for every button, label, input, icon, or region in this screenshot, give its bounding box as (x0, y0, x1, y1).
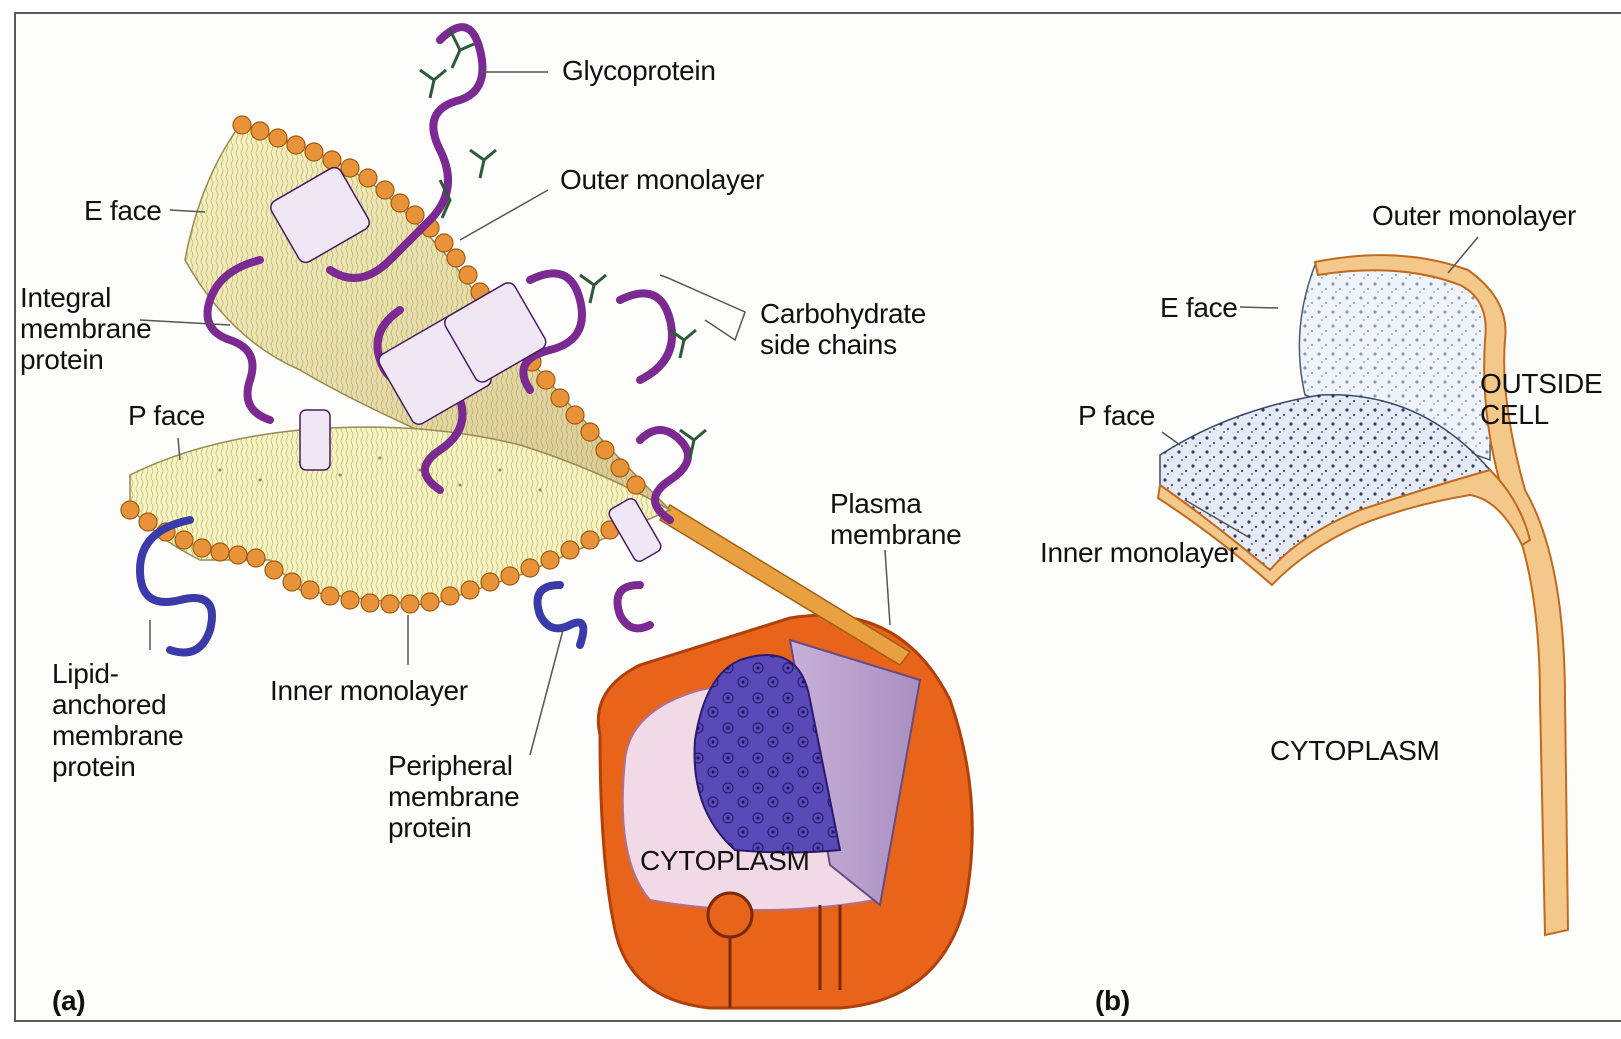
label-outer-monolayer-b: Outer monolayer (1372, 200, 1576, 231)
label-cytoplasm-b: CYTOPLASM (1270, 735, 1440, 766)
label-e-face-a: E face (84, 195, 162, 226)
label-outer-monolayer-a: Outer monolayer (560, 164, 764, 195)
label-glycoprotein: Glycoprotein (562, 55, 716, 86)
label-inner-monolayer-b: Inner monolayer (1040, 537, 1238, 568)
peripheral-protein-2 (618, 585, 651, 628)
label-carbohydrate-side-chains: Carbohydrate side chains (760, 298, 926, 360)
peripheral-protein (538, 585, 584, 645)
label-p-face-a: P face (128, 400, 205, 431)
label-e-face-b: E face (1160, 292, 1238, 323)
label-integral-membrane-protein: Integral membrane protein (20, 282, 151, 375)
panel-label-b: (b) (1095, 985, 1130, 1016)
panel-b-illustration (1158, 237, 1568, 935)
panel-label-a: (a) (52, 985, 85, 1016)
label-p-face-b: P face (1078, 400, 1155, 431)
label-peripheral-membrane-protein: Peripheral membrane protein (388, 750, 519, 843)
label-inner-monolayer-a: Inner monolayer (270, 675, 468, 706)
label-lipid-anchored-protein: Lipid- anchored membrane protein (52, 658, 183, 782)
label-outside-cell: OUTSIDE CELL (1480, 368, 1602, 430)
label-plasma-membrane: Plasma membrane (830, 488, 961, 550)
label-cytoplasm-a: CYTOPLASM (640, 845, 810, 876)
